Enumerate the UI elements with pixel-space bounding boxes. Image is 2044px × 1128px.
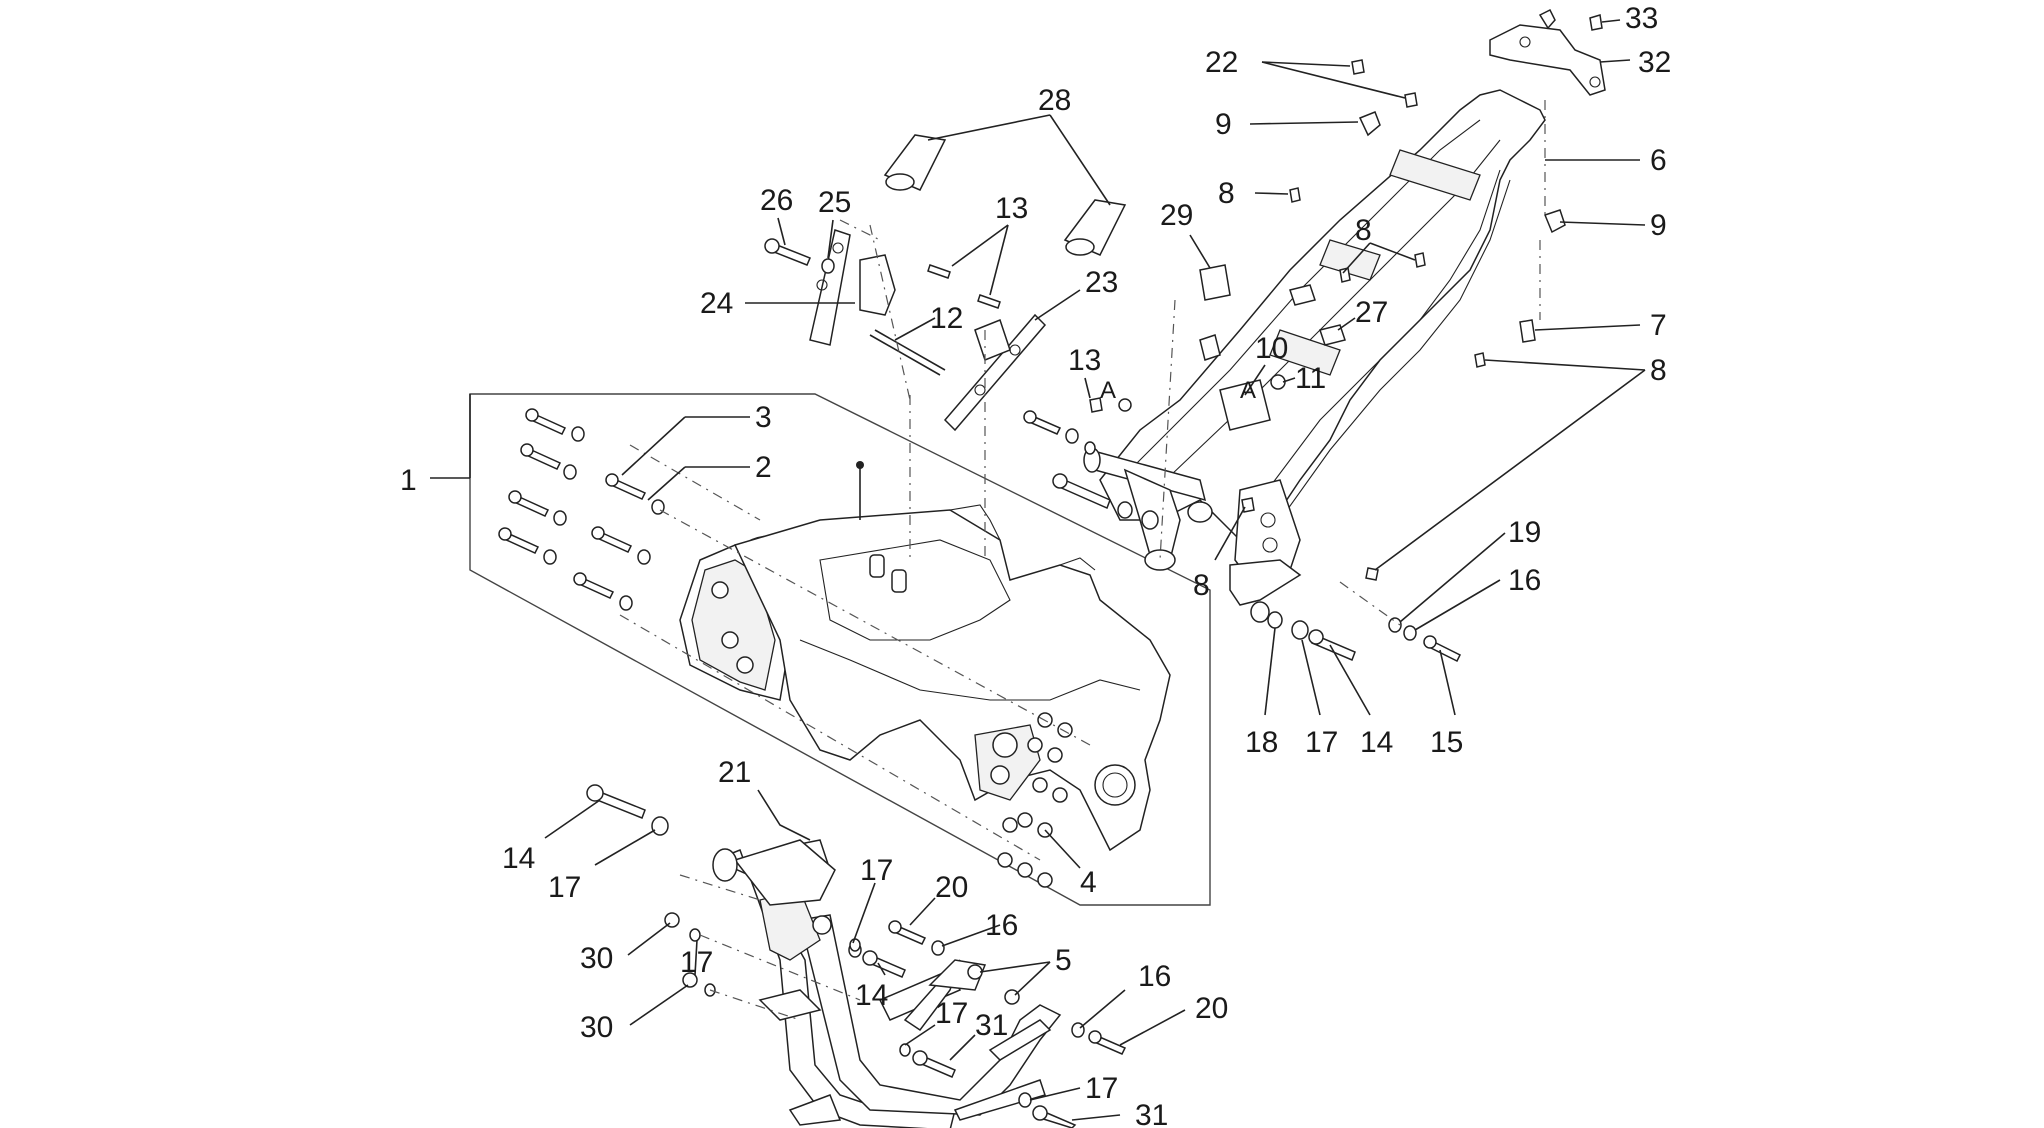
label-31-upper: 31 — [975, 1009, 1008, 1042]
label-16-bottom: 16 — [1138, 960, 1171, 993]
label-30-lower: 30 — [580, 1011, 613, 1044]
label-14-lower: 14 — [855, 979, 888, 1012]
label-10: 10 — [1255, 332, 1288, 365]
label-17-lower-right: 17 — [935, 997, 968, 1030]
nut-set-4 — [997, 712, 1073, 888]
label-17-rear: 17 — [1305, 726, 1338, 759]
label-8-middle: 8 — [1355, 214, 1372, 247]
label-7: 7 — [1650, 309, 1667, 342]
label-11: 11 — [1295, 362, 1326, 395]
label-24: 24 — [700, 287, 733, 320]
reference-a-left: A — [1100, 377, 1116, 404]
label-17-left: 17 — [548, 871, 581, 904]
reference-a-right: A — [1240, 377, 1256, 404]
label-2: 2 — [755, 451, 772, 484]
label-3: 3 — [755, 401, 772, 434]
label-33: 33 — [1625, 2, 1658, 35]
label-31-lower: 31 — [1135, 1099, 1168, 1128]
label-32: 32 — [1638, 46, 1671, 79]
label-27: 27 — [1355, 296, 1388, 329]
label-21: 21 — [718, 756, 751, 789]
label-17-lower-left: 17 — [680, 946, 713, 979]
label-8-top: 8 — [1218, 177, 1235, 210]
label-19: 19 — [1508, 516, 1541, 549]
label-17-lower-middle: 17 — [860, 854, 893, 887]
fasteners — [498, 59, 1566, 1128]
label-20-bottom: 20 — [1195, 992, 1228, 1025]
rear-subframe — [1083, 89, 1546, 606]
label-15: 15 — [1430, 726, 1463, 759]
footpeg-rubbers — [883, 134, 1127, 256]
label-4: 4 — [1080, 866, 1097, 899]
assembly-axis-lines — [619, 100, 1546, 1021]
label-18: 18 — [1245, 726, 1278, 759]
footrest-brackets — [809, 229, 1047, 432]
label-22: 22 — [1205, 46, 1238, 79]
label-30-upper: 30 — [580, 942, 613, 975]
label-14-rear: 14 — [1360, 726, 1393, 759]
label-8-right: 8 — [1650, 354, 1667, 387]
part-labels: 1 3 2 4 5 6 7 8 8 8 8 9 9 10 11 12 13 13… — [400, 2, 1671, 1128]
label-26: 26 — [760, 184, 793, 217]
label-1: 1 — [400, 464, 417, 497]
label-9-top: 9 — [1215, 108, 1232, 141]
label-13-top: 13 — [995, 192, 1028, 225]
label-20-lower: 20 — [935, 871, 968, 904]
label-9-right: 9 — [1650, 209, 1667, 242]
label-14-left: 14 — [502, 842, 535, 875]
label-8-bottom: 8 — [1193, 569, 1210, 602]
label-16-right: 16 — [1508, 564, 1541, 597]
label-6: 6 — [1650, 144, 1667, 177]
label-16-lower: 16 — [985, 909, 1018, 942]
leader-lines — [430, 19, 1646, 1121]
label-12: 12 — [930, 302, 963, 335]
tail-bracket — [1489, 8, 1606, 96]
label-17-bottom: 17 — [1085, 1072, 1118, 1105]
main-frame — [679, 504, 1171, 852]
label-23: 23 — [1085, 266, 1118, 299]
bolt-set-left — [498, 408, 665, 611]
label-5: 5 — [1055, 944, 1072, 977]
assembly-1-outline — [469, 393, 1211, 906]
label-29: 29 — [1160, 199, 1193, 232]
lower-cradle — [712, 839, 1062, 1128]
label-28: 28 — [1038, 84, 1071, 117]
label-13-middle: 13 — [1068, 344, 1101, 377]
label-25: 25 — [818, 186, 851, 219]
